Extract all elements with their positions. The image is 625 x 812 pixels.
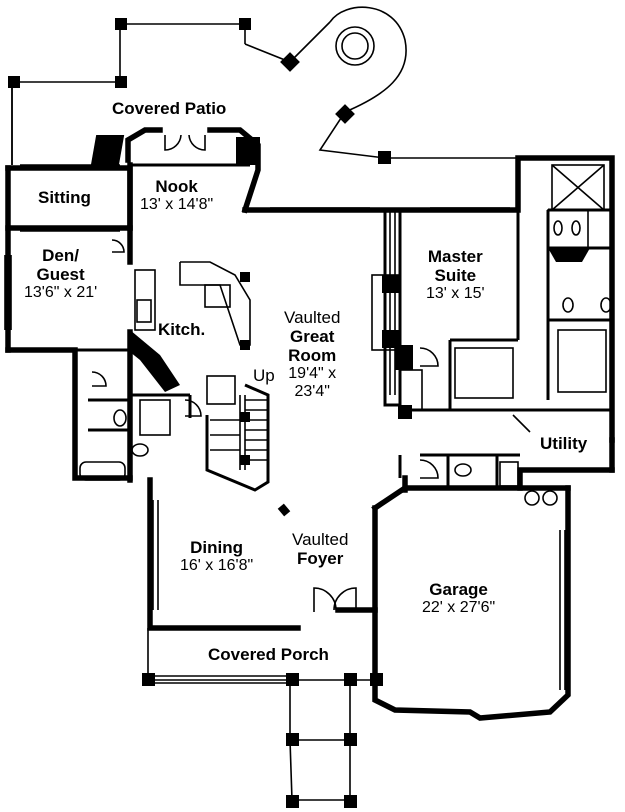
master-suite-name-line1: Master [427,247,483,266]
dining-name: Dining [190,538,244,557]
covered-patio-name: Covered Patio [112,99,227,118]
den-guest-name-line1: Den/ [42,246,79,265]
doors [91,134,531,612]
kitchen-counters [130,261,251,392]
label-covered-patio: Covered Patio [112,99,226,118]
sitting-name: Sitting [38,188,91,207]
utility-name: Utility [540,434,588,453]
master-suite-name-line2: Suite [434,266,477,286]
label-covered-porch: Covered Porch [208,645,329,664]
porch-posts [142,503,383,808]
label-sitting: Sitting [38,188,91,207]
label-utility: Utility [540,434,587,453]
label-garage: Garage 22' x 27'6" [422,580,495,617]
window-strips [4,164,566,690]
label-dining: Dining 16' x 16'8" [180,538,253,575]
great-room-dimensions-line1: 19'4" x [288,365,337,383]
stair-up-label: Up [253,366,275,385]
label-great-room: Vaulted Great Room 19'4" x 23'4" [284,308,340,401]
label-stair-up: Up [253,366,275,385]
covered-porch-name: Covered Porch [208,645,329,664]
label-den-guest: Den/ Guest 13'6" x 21' [24,246,97,302]
foyer-line1: Vaulted [292,530,349,549]
great-room-line2: Great [289,327,335,347]
nook-name: Nook [155,177,198,196]
great-room-line1: Vaulted [284,308,341,327]
master-suite-dimensions: 13' x 15' [426,285,485,303]
foyer-line2: Foyer [297,549,344,569]
label-kitchen: Kitch. [158,320,205,339]
label-foyer: Vaulted Foyer [292,530,348,568]
patio-posts [8,18,391,164]
garage-name: Garage [429,580,488,599]
great-room-line3: Room [288,346,337,366]
den-guest-name-line2: Guest [36,265,85,285]
great-room-dimensions-line2: 23'4" [294,383,330,400]
bath-fixtures [79,164,612,506]
label-nook: Nook 13' x 14'8" [140,177,213,214]
den-guest-dimensions: 13'6" x 21' [24,284,98,302]
covered-patio-outline [11,6,518,165]
nook-dimensions: 13' x 14'8" [140,196,214,214]
garage-dimensions: 22' x 27'6" [422,599,496,617]
label-master-suite: Master Suite 13' x 15' [426,247,485,303]
dining-dimensions: 16' x 16'8" [180,557,254,575]
fireplace [371,274,423,419]
staircase [205,375,270,492]
kitchen-name: Kitch. [158,320,206,339]
